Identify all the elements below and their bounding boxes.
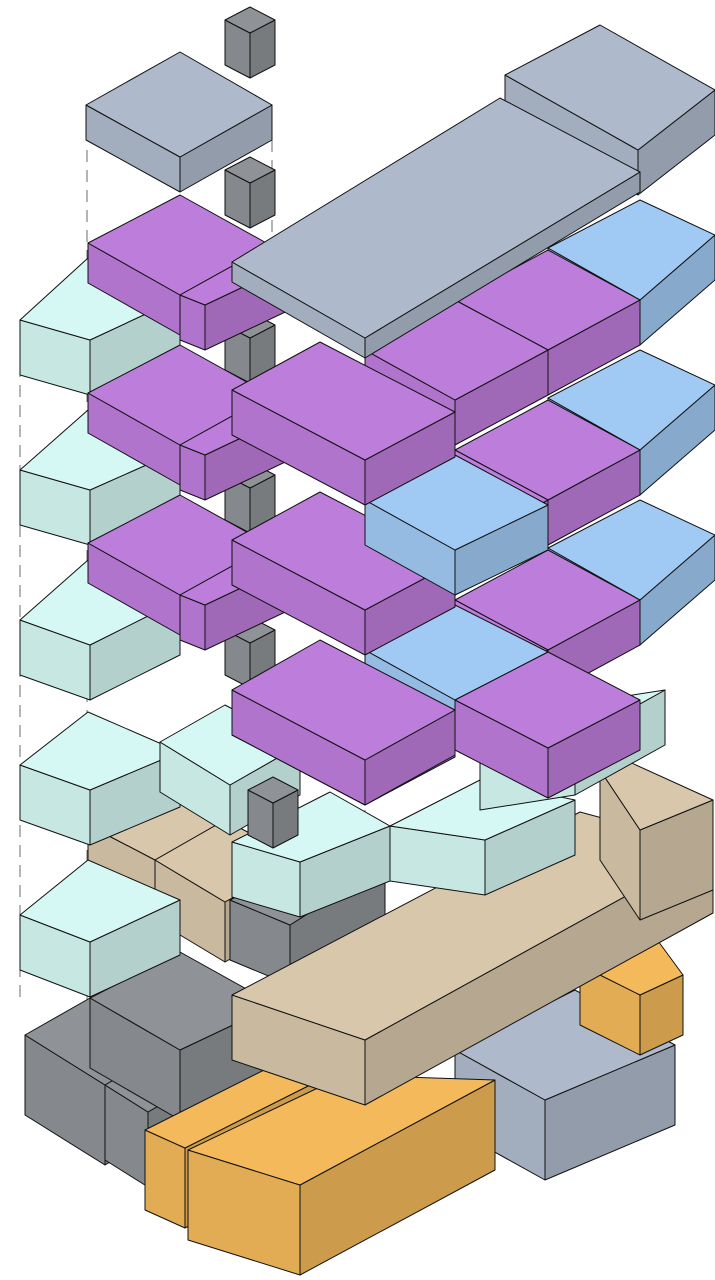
diagram-canvas: [0, 0, 715, 1280]
massing-diagram: [0, 0, 715, 1280]
